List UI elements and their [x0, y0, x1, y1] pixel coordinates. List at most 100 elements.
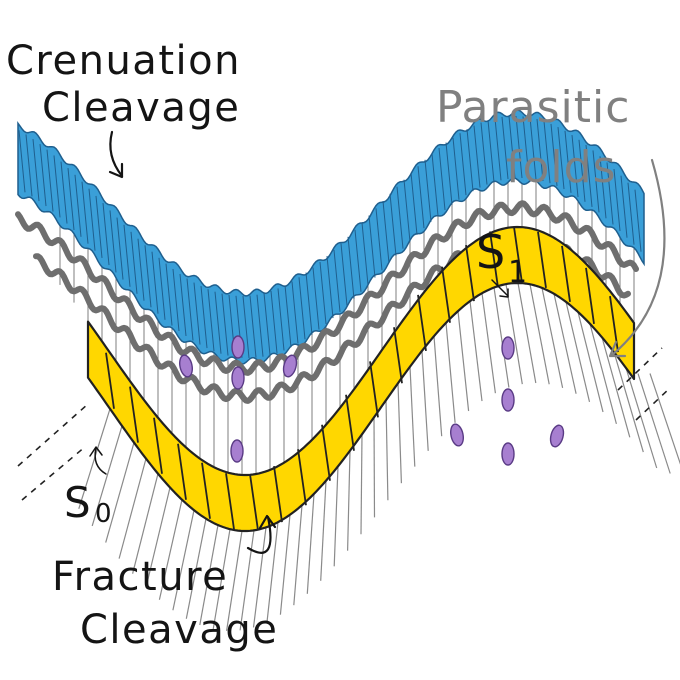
crenulation-tick: [445, 142, 453, 205]
fracture-block-edge: [153, 417, 163, 474]
fracture-cleavage-line: [91, 425, 123, 527]
s1-label: S: [476, 225, 505, 279]
crenulation-tick: [347, 236, 355, 299]
fracture-block-edge: [297, 449, 307, 506]
fracture-cleavage-line: [226, 530, 243, 631]
fracture-block-edge: [129, 386, 139, 443]
fracture-cleavage-line: [320, 480, 327, 581]
fracture-cleavage-line: [333, 466, 339, 567]
crenulation-tick: [326, 256, 334, 319]
crenulation-tick: [221, 293, 229, 356]
fracture-cleavage-line: [397, 383, 402, 484]
fracture-block-edge: [201, 462, 211, 519]
crenulation-tick: [417, 166, 425, 229]
fracture-cleavage-line: [637, 373, 671, 474]
fracture-cleavage-line: [601, 337, 631, 438]
crenulation-tick: [473, 125, 481, 188]
fracture-block-edge: [417, 294, 427, 352]
crenuation-label-line2: Cleavage: [42, 85, 240, 131]
fracture-cleavage-line: [252, 527, 267, 628]
fracture-block-edge: [393, 327, 403, 384]
parasitic-label-line2: folds: [506, 142, 617, 193]
fracture-cleavage-line: [517, 282, 537, 384]
fracture-cleavage-line: [505, 284, 523, 385]
fracture-cleavage-line: [529, 284, 550, 385]
s0-arrow: [89, 446, 107, 475]
crenuation-label-line1: Crenuation: [6, 38, 241, 84]
crenulation-tick: [319, 261, 327, 325]
fracture-cleavage-line: [589, 323, 617, 425]
s1-subscript: 1: [508, 255, 527, 290]
crenulation-tick: [424, 159, 432, 222]
crenulation-tick: [284, 285, 292, 348]
fracture-cleavage-line: [481, 293, 496, 394]
crenulation-tick: [578, 139, 586, 202]
crenulation-tick: [242, 295, 250, 359]
fracture-block-edge: [513, 226, 523, 284]
crenulation-tick: [305, 272, 313, 335]
fracture-cleavage-line: [649, 373, 680, 465]
fracture-cleavage-line: [158, 499, 183, 600]
crenulation-tick: [172, 268, 180, 332]
fracture-cleavage-line: [185, 518, 207, 619]
crenulation-tick: [627, 182, 635, 245]
crenulation-tick: [396, 186, 404, 249]
fracture-block-edge: [249, 474, 259, 531]
s0-label: S: [64, 478, 91, 527]
fracture-block-edge: [441, 266, 451, 323]
crenulation-tick: [634, 189, 642, 252]
crenulation-tick: [263, 293, 271, 356]
crenulation-tick: [522, 116, 530, 179]
crenulation-tick: [466, 129, 474, 192]
crenulation-tick: [333, 249, 341, 312]
crenulation-tick: [494, 118, 502, 181]
crenulation-tick: [151, 251, 159, 314]
crenulation-tick: [256, 294, 264, 357]
crenulation-tick: [95, 195, 103, 258]
strain-ellipse: [501, 442, 515, 466]
crenulation-tick: [389, 193, 397, 256]
crenulation-tick: [501, 116, 509, 179]
strain-ellipse: [231, 335, 245, 359]
fracture-block-edge: [585, 267, 595, 325]
fracture-cleavage-line: [172, 510, 195, 611]
crenulation-tick: [291, 281, 299, 344]
fracture-cleavage-line: [132, 473, 159, 574]
crenulation-tick: [557, 127, 565, 190]
fracture-cleavage-line: [433, 336, 443, 437]
fracture-cleavage-line: [457, 310, 470, 412]
parasitic-folds-arrow: [608, 158, 666, 358]
fracture-cleavage-line: [199, 524, 219, 626]
fracture-cleavage-line: [385, 400, 389, 501]
crenulation-tick: [81, 181, 89, 244]
crenulation-tick: [613, 168, 621, 232]
crenulation-tick: [410, 172, 418, 235]
crenulation-tick: [137, 238, 145, 301]
crenulation-tick: [403, 179, 411, 242]
crenulation-tick: [564, 130, 572, 193]
crenulation-tick: [270, 290, 278, 354]
fracture-cleavage-line: [105, 442, 135, 543]
fracture-cleavage-line: [373, 417, 376, 518]
strain-ellipse: [501, 388, 515, 412]
fracture-label-line2: Cleavage: [80, 607, 278, 653]
crenulation-tick: [508, 116, 516, 179]
fracture-cleavage-line: [293, 505, 303, 606]
fracture-cleavage-line: [266, 522, 279, 623]
fracture-arrow: [246, 514, 277, 554]
crenulation-tick: [18, 130, 26, 193]
strain-ellipse: [549, 424, 565, 448]
strain-ellipse: [501, 336, 515, 360]
crenulation-tick: [340, 243, 348, 306]
crenulation-tick: [186, 278, 194, 341]
crenuation-arrow: [108, 130, 124, 179]
parasitic-fold-line-upper: [15, 200, 639, 376]
crenulation-tick: [585, 144, 593, 207]
crenulation-tick: [480, 122, 488, 185]
crenulation-tick: [179, 273, 187, 337]
crenulation-tick: [438, 147, 446, 211]
fracture-cleavage-line: [239, 530, 255, 631]
fracture-cleavage-line: [613, 351, 644, 453]
crenulation-tick: [123, 224, 131, 287]
